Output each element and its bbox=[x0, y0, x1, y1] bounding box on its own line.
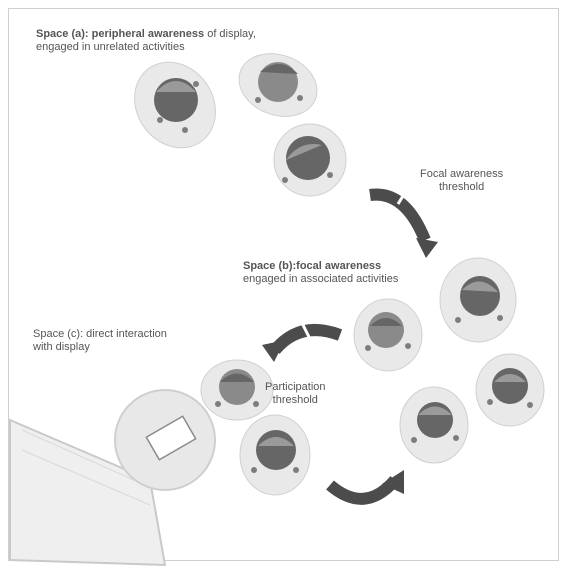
participation-threshold-label: Participation threshold bbox=[265, 381, 326, 407]
space-b-title: Space (b):focal awareness bbox=[243, 260, 381, 272]
space-a-tail: of display, bbox=[204, 28, 256, 40]
focal-threshold-label: Focal awareness threshold bbox=[420, 168, 503, 194]
space-b-label: Space (b):focal awareness engaged in ass… bbox=[243, 260, 398, 286]
space-b-line2: engaged in associated activities bbox=[243, 273, 398, 285]
space-c-label: Space (c): direct interaction with displ… bbox=[33, 328, 167, 354]
focal-threshold-line1: Focal awareness bbox=[420, 168, 503, 180]
space-a-title: Space (a): peripheral awareness bbox=[36, 28, 204, 40]
focal-awareness-arrow bbox=[370, 195, 425, 240]
person-head bbox=[492, 368, 528, 404]
person-head bbox=[256, 430, 296, 470]
focal-threshold-line2: threshold bbox=[439, 181, 484, 193]
space-c-line2: with display bbox=[33, 341, 90, 353]
participation-threshold-line1: Participation bbox=[265, 381, 326, 393]
person-group-space-a bbox=[118, 43, 346, 196]
space-a-label: Space (a): peripheral awareness of displ… bbox=[36, 28, 256, 54]
space-a-line2: engaged in unrelated activities bbox=[36, 41, 185, 53]
person-group-space-b bbox=[354, 258, 544, 463]
participation-threshold-line2: threshold bbox=[273, 394, 318, 406]
person-head bbox=[286, 136, 330, 180]
focal-awareness-arrowhead bbox=[416, 238, 438, 258]
space-c-line1: Space (c): direct interaction bbox=[33, 328, 167, 340]
person-head bbox=[368, 312, 404, 348]
